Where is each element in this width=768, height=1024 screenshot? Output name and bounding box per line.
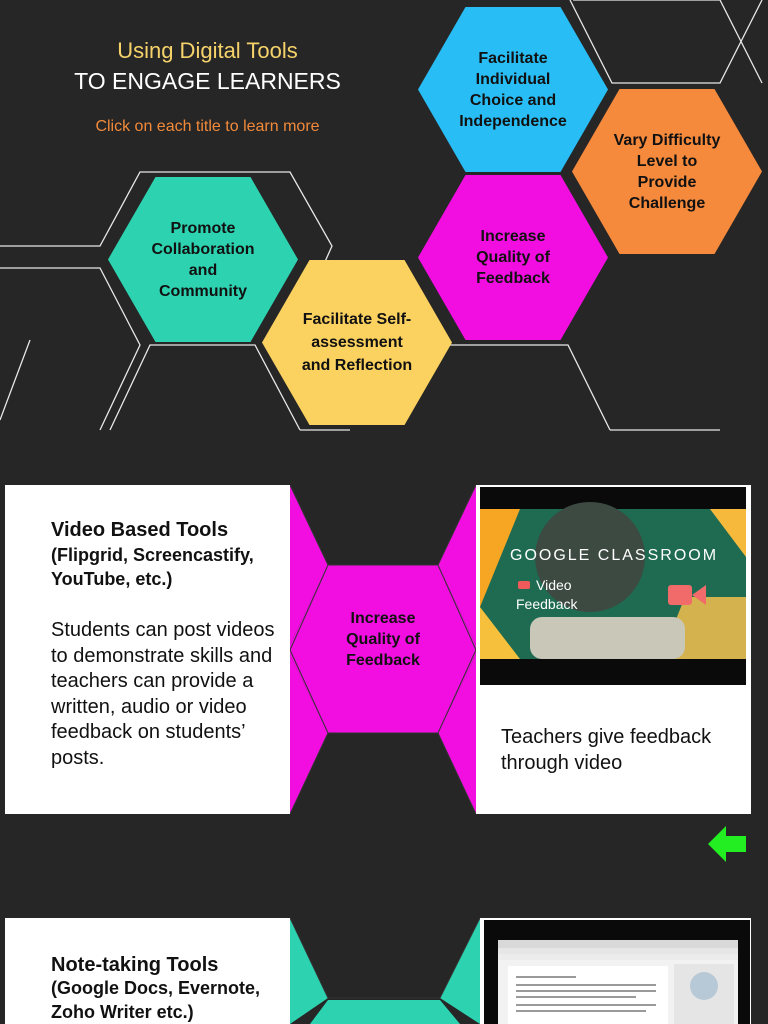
card-body: Students can post videos to demonstrate … <box>51 619 275 769</box>
video-thumbnail[interactable]: GOOGLE CLASSROOM Video Feedback <box>480 487 746 685</box>
video-camera-icon <box>518 581 530 589</box>
info-card-video-tools: Video Based Tools (Flipgrid, Screencasti… <box>5 485 290 814</box>
teal-connector <box>290 918 480 1024</box>
video-title: GOOGLE CLASSROOM <box>510 547 719 564</box>
hex-label: Facilitate Individual Choice and Indepen… <box>459 49 567 130</box>
card-title: Video Based Tools <box>51 519 229 541</box>
hex-vary-difficulty[interactable]: Vary Difficulty Level to Provide Challen… <box>572 89 762 254</box>
video-label-line2: Feedback <box>516 596 578 612</box>
info-card-note-tools: Note-taking Tools (Google Docs, Evernote… <box>5 918 290 1024</box>
hex-label: Facilitate Self-assessment and Reflectio… <box>301 311 413 374</box>
page-title-line2: TO ENGAGE LEARNERS <box>74 68 341 94</box>
video-label-line1: Video <box>536 577 572 593</box>
card-subtitle: (Flipgrid, Screencastify, YouTube, etc.) <box>51 545 254 589</box>
left-arrow-icon[interactable] <box>706 824 748 864</box>
hex-label: Vary Difficulty Level to Provide Challen… <box>613 131 721 212</box>
card-title: Note-taking Tools <box>51 954 219 976</box>
hex-label: Promote Collaboration and Community <box>151 219 255 300</box>
magenta-connector <box>290 485 476 814</box>
page-subtitle: Click on each title to learn more <box>95 118 320 135</box>
video-record-icon <box>668 585 706 605</box>
page-title-line1: Using Digital Tools <box>117 38 298 63</box>
example-caption: Teachers give feedback through video <box>501 726 712 774</box>
doc-screenshot-art <box>498 940 738 1024</box>
hex-label: Increase Quality of Feedback <box>476 228 550 287</box>
center-hex-label[interactable]: Increase Quality of Feedback <box>346 610 420 669</box>
doc-screenshot[interactable] <box>484 920 750 1024</box>
card-subtitle: (Google Docs, Evernote, Zoho Writer etc.… <box>51 978 261 1022</box>
